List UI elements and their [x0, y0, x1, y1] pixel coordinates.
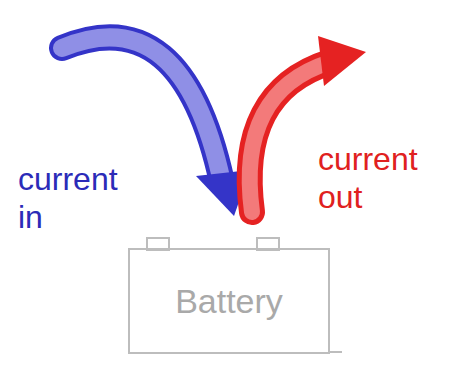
current-out-arrowhead	[318, 36, 366, 86]
current-in-arrow-fill	[62, 37, 222, 182]
node-text: Battery	[175, 282, 283, 321]
battery-box: Battery	[128, 248, 330, 354]
current-out-arrow	[250, 62, 330, 212]
current-in-label: current in	[18, 160, 148, 237]
sketch-stroke	[330, 351, 342, 353]
current-in-arrow	[62, 37, 222, 182]
current-out-label: current out	[318, 140, 444, 217]
current-out-arrow-fill	[250, 62, 330, 212]
